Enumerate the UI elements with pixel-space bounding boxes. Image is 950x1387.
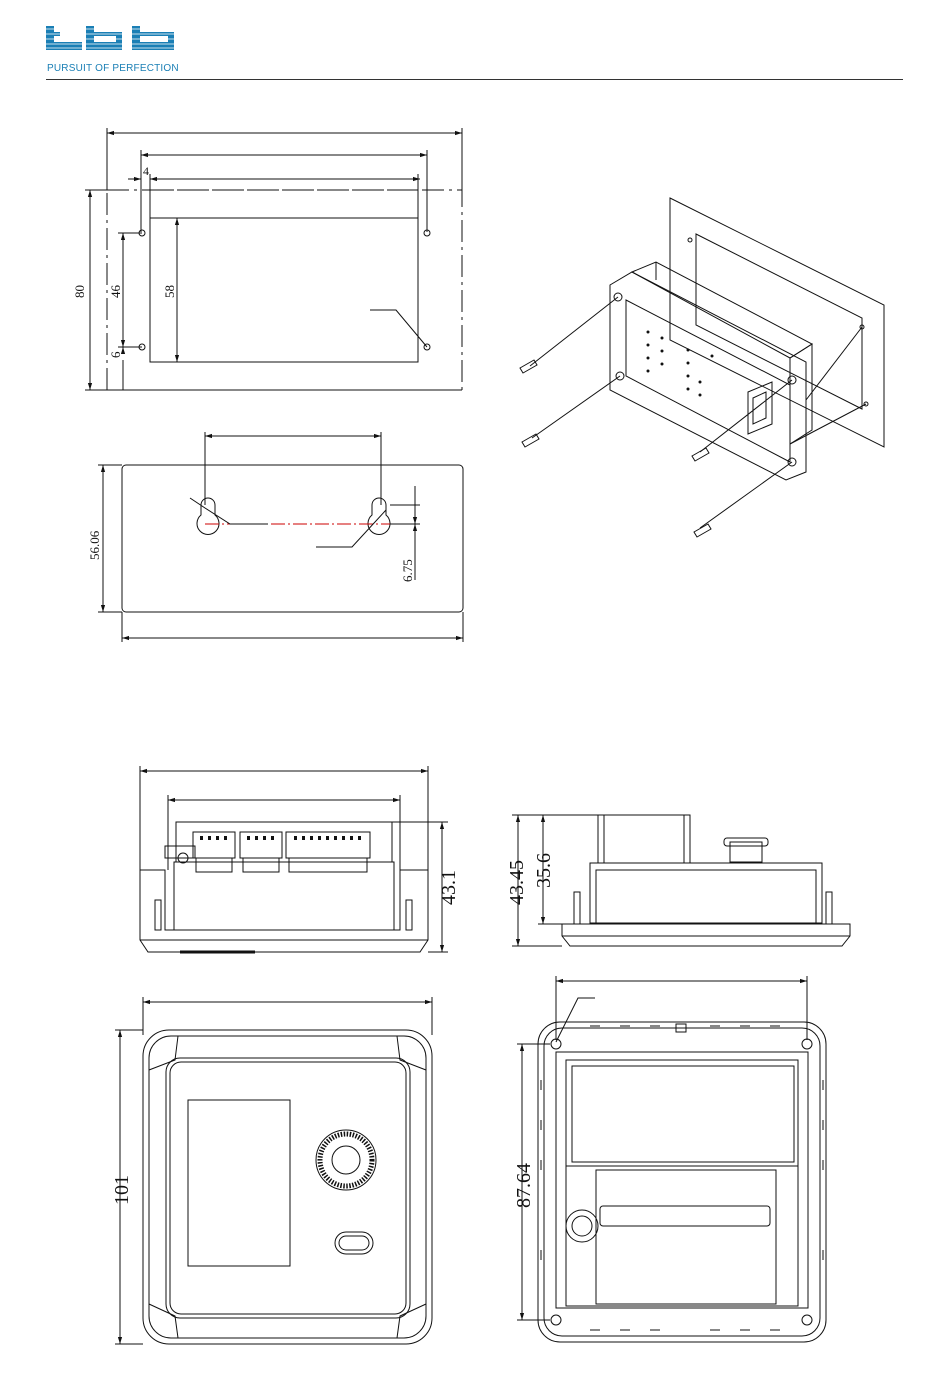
dim-35-6: 35.6 [533, 853, 555, 888]
side-view-labels: 43.1 [438, 870, 460, 905]
panel-cutout-labels: 4 80 46 58 6 [72, 164, 177, 358]
dim-6: 6 [108, 351, 123, 358]
dim-43-1: 43.1 [438, 870, 460, 905]
isometric-install-view [520, 198, 884, 537]
dim-43-45: 43.45 [506, 860, 528, 905]
dim-46: 46 [108, 285, 123, 299]
dim-87-64: 87.64 [513, 1163, 535, 1208]
back-view [517, 976, 826, 1342]
dim-101: 101 [111, 1175, 133, 1205]
dim-80: 80 [72, 285, 87, 298]
panel-cutout-view [85, 128, 462, 390]
right-side-view-labels: 43.45 35.6 [506, 853, 555, 905]
dim-58: 58 [162, 285, 177, 298]
right-side-view [512, 815, 850, 946]
side-view [140, 766, 448, 952]
front-view-labels: 101 [111, 1175, 133, 1205]
dim-6-75: 6.75 [400, 559, 415, 582]
rear-mount-view [98, 432, 463, 642]
dim-4: 4 [143, 164, 149, 178]
back-view-labels: 87.64 [513, 1163, 535, 1208]
front-view [115, 997, 432, 1344]
rear-mount-labels: 56.06 6.75 [87, 530, 415, 582]
dim-56-06: 56.06 [87, 530, 102, 560]
